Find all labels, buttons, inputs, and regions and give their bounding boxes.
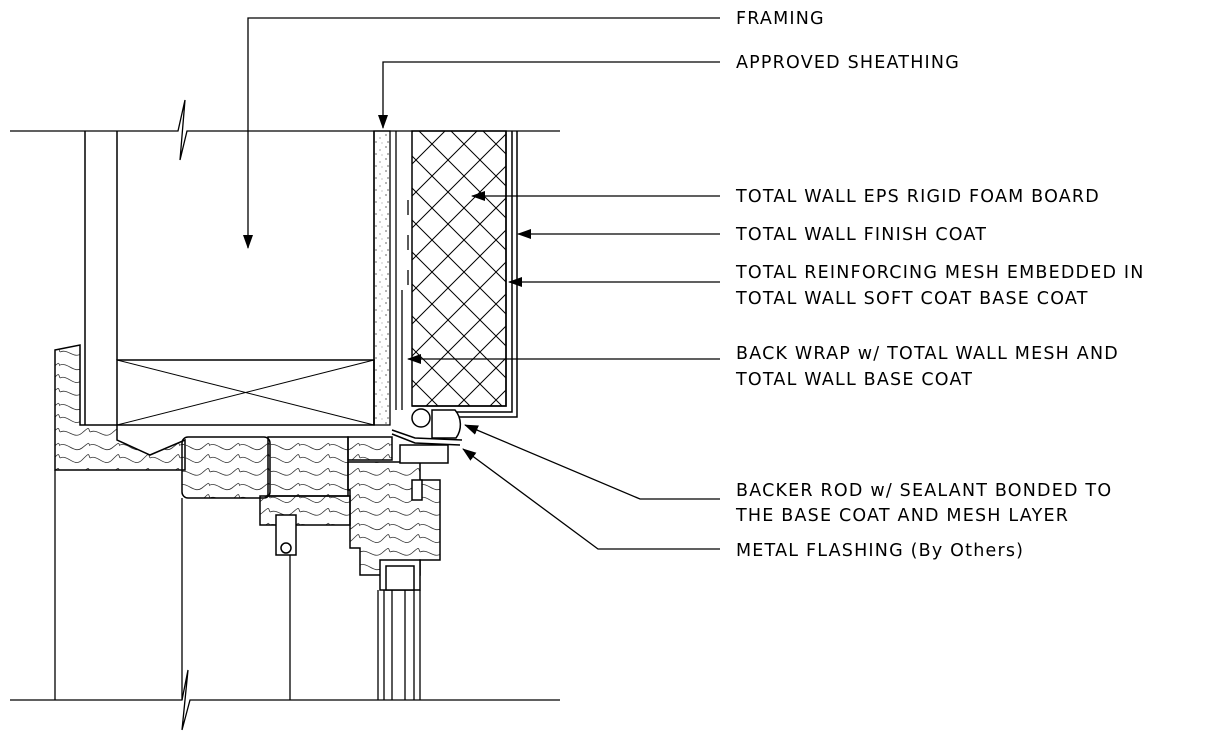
break-lines xyxy=(10,99,560,731)
label-eps: TOTAL WALL EPS RIGID FOAM BOARD xyxy=(735,187,1100,207)
label-sheathing: APPROVED SHEATHING xyxy=(736,53,960,73)
window-frame xyxy=(275,444,449,591)
framing xyxy=(84,131,375,426)
label-mesh-line2: TOTAL WALL SOFT COAT BASE COAT xyxy=(735,289,1089,309)
label-backwrap-line1: BACK WRAP w/ TOTAL WALL MESH AND xyxy=(736,344,1119,364)
glazing xyxy=(54,470,421,700)
label-flashing: METAL FLASHING (By Others) xyxy=(736,541,1024,561)
label-backer-line2: THE BASE COAT AND MESH LAYER xyxy=(735,506,1069,526)
mesh-lines xyxy=(395,131,409,410)
eps-foam-board xyxy=(411,130,507,407)
label-framing: FRAMING xyxy=(736,9,825,29)
sheathing xyxy=(373,130,391,426)
leaders xyxy=(243,17,720,550)
label-backwrap-line2: TOTAL WALL BASE COAT xyxy=(735,370,973,390)
wood-trim xyxy=(54,344,393,526)
finish-coat xyxy=(412,131,518,418)
backer-rod xyxy=(411,408,462,439)
label-backer-line1: BACKER ROD w/ SEALANT BONDED TO xyxy=(736,481,1112,501)
label-mesh-line1: TOTAL REINFORCING MESH EMBEDDED IN xyxy=(735,263,1145,283)
label-finish-coat: TOTAL WALL FINISH COAT xyxy=(735,225,987,245)
